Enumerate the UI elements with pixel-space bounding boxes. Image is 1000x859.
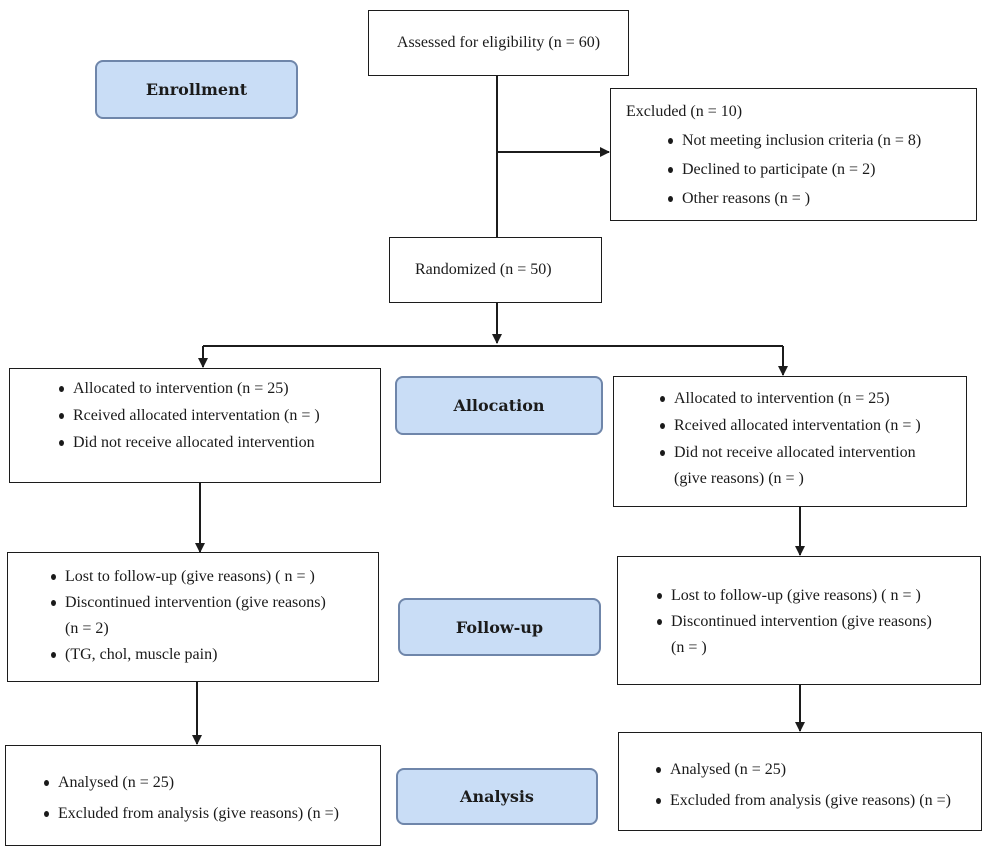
left-not-received-item: Did not receive allocated intervention (59, 430, 380, 456)
assessed-text: Assessed for eligibility (n = 60) (396, 34, 601, 51)
right-analysed-item: Analysed (n = 25) (656, 757, 981, 783)
stage-label-enrollment-text: Enrollment (145, 80, 248, 99)
stage-label-analysis: Analysis (396, 768, 598, 825)
right-excluded-analysis-item: Excluded from analysis (give reasons) (n… (656, 788, 981, 814)
right-discontinued-item: Discontinued intervention (give reasons) (657, 609, 980, 635)
left-followup-box: Lost to follow-up (give reasons) ( n = )… (7, 552, 379, 682)
left-discontinued-item: Discontinued intervention (give reasons) (51, 590, 378, 616)
left-allocation-box: Allocated to intervention (n = 25) Rceiv… (9, 368, 381, 483)
randomized-box: Randomized (n = 50) (389, 237, 602, 303)
right-not-received-item: Did not receive allocated intervention (660, 440, 966, 466)
left-discontinued-count: (n = 2) (65, 620, 109, 637)
right-allocated-item: Allocated to intervention (n = 25) (660, 386, 966, 412)
left-lost-item: Lost to follow-up (give reasons) ( n = ) (51, 564, 378, 590)
randomized-text: Randomized (n = 50) (415, 261, 552, 278)
left-allocated-item: Allocated to intervention (n = 25) (59, 376, 380, 402)
left-received-item: Rceived allocated interventation (n = ) (59, 403, 380, 429)
excluded-box: Excluded (n = 10) Not meeting inclusion … (610, 88, 977, 221)
excluded-item: Declined to participate (n = 2) (668, 157, 976, 183)
stage-label-followup: Follow-up (398, 598, 601, 656)
stage-label-allocation: Allocation (395, 376, 603, 435)
right-allocation-box: Allocated to intervention (n = 25) Rceiv… (613, 376, 967, 507)
left-excluded-analysis-item: Excluded from analysis (give reasons) (n… (44, 801, 380, 827)
excluded-item: Other reasons (n = ) (668, 186, 976, 212)
left-analysis-box: Analysed (n = 25) Excluded from analysis… (5, 745, 381, 846)
right-analysis-box: Analysed (n = 25) Excluded from analysis… (618, 732, 982, 831)
stage-label-analysis-text: Analysis (460, 787, 534, 806)
excluded-item: Not meeting inclusion criteria (n = 8) (668, 128, 976, 154)
stage-label-enrollment: Enrollment (95, 60, 298, 119)
right-received-item: Rceived allocated interventation (n = ) (660, 413, 966, 439)
stage-label-allocation-text: Allocation (453, 396, 545, 415)
right-discontinued-count: (n = ) (671, 639, 707, 656)
left-reasons-item: (TG, chol, muscle pain) (51, 642, 378, 668)
stage-label-followup-text: Follow-up (455, 617, 544, 637)
assessed-box: Assessed for eligibility (n = 60) (368, 10, 629, 76)
left-analysed-item: Analysed (n = 25) (44, 770, 380, 796)
excluded-title: Excluded (n = 10) (626, 103, 743, 120)
right-followup-box: Lost to follow-up (give reasons) ( n = )… (617, 556, 981, 685)
right-not-received-continuation: (give reasons) (n = ) (674, 470, 804, 487)
right-lost-item: Lost to follow-up (give reasons) ( n = ) (657, 583, 980, 609)
